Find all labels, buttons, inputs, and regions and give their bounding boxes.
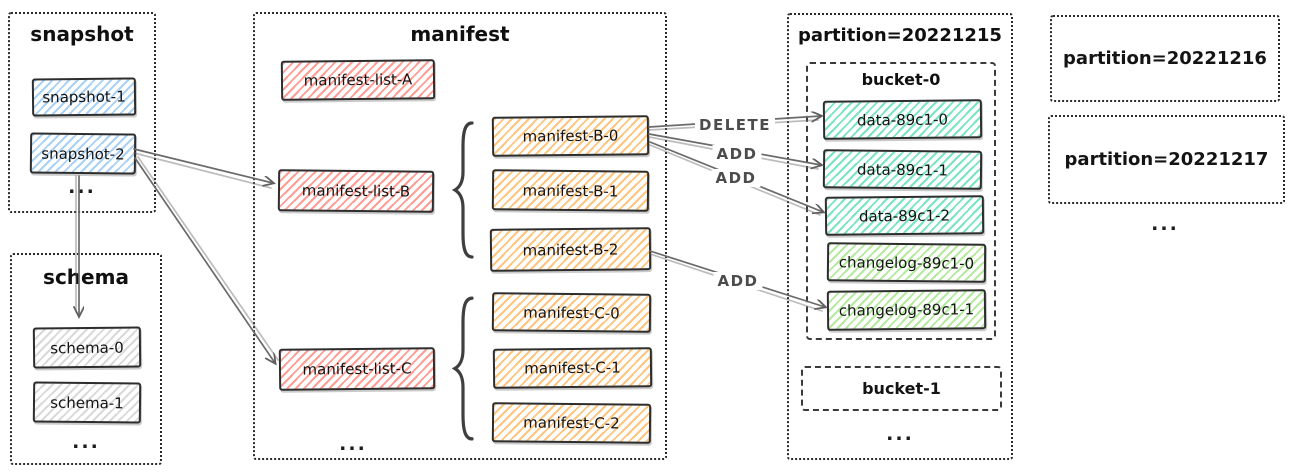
- manifest-c-2-node: manifest-C-2: [491, 402, 652, 444]
- partitions-more-ellipsis: ...: [1151, 213, 1179, 235]
- data-89c1-2-node: data-89c1-2: [824, 195, 985, 236]
- bucket-0-title: bucket-0: [861, 70, 941, 89]
- data-89c1-1-node: data-89c1-1: [822, 149, 983, 190]
- brace-b-icon: [452, 121, 474, 259]
- partition-20221215-group: partition=20221215 bucket-0 data-89c1-0 …: [787, 13, 1013, 460]
- snapshot-2-node: snapshot-2: [29, 132, 137, 175]
- partition-20221217-title: partition=20221217: [1064, 149, 1269, 170]
- changelog-89c1-1-node: changelog-89c1-1: [826, 289, 987, 331]
- snapshot-group: snapshot snapshot-1 snapshot-2 ...: [8, 12, 156, 213]
- partition-20221215-title: partition=20221215: [798, 25, 1002, 46]
- schema-1-node: schema-1: [32, 381, 142, 424]
- schema-more-ellipsis: ...: [72, 431, 100, 453]
- bucket-1-group: bucket-1: [801, 366, 1002, 411]
- edge-label-add-3: ADD: [713, 272, 763, 290]
- manifest-more-ellipsis: ...: [339, 433, 367, 455]
- snapshot-more-ellipsis: ...: [68, 176, 96, 198]
- bucket-1-title: bucket-1: [862, 379, 941, 398]
- schema-group: schema schema-0 schema-1 ...: [10, 253, 162, 465]
- partition-more-ellipsis: ...: [886, 423, 914, 445]
- data-89c1-0-node: data-89c1-0: [822, 99, 983, 140]
- snapshot-group-title: snapshot: [30, 22, 134, 46]
- edge-label-add-1: ADD: [712, 145, 762, 163]
- manifest-c-1-node: manifest-C-1: [492, 347, 653, 389]
- manifest-list-b-node: manifest-list-B: [277, 169, 435, 213]
- brace-c-icon: [452, 296, 474, 441]
- partition-20221216-title: partition=20221216: [1063, 48, 1267, 69]
- manifest-list-a-node: manifest-list-A: [280, 59, 436, 101]
- manifest-list-c-node: manifest-list-C: [278, 347, 436, 391]
- manifest-group: manifest manifest-list-A manifest-list-B…: [253, 12, 667, 460]
- partition-20221216-group: partition=20221216: [1050, 15, 1280, 102]
- manifest-group-title: manifest: [410, 22, 510, 46]
- schema-0-node: schema-0: [32, 326, 142, 369]
- changelog-89c1-0-node: changelog-89c1-0: [826, 242, 987, 283]
- manifest-b-1-node: manifest-B-1: [491, 169, 650, 212]
- edge-label-add-2: ADD: [711, 169, 761, 187]
- edge-label-delete: DELETE: [695, 116, 775, 134]
- partition-20221217-group: partition=20221217: [1048, 115, 1285, 204]
- manifest-b-2-node: manifest-B-2: [489, 227, 652, 272]
- manifest-b-0-node: manifest-B-0: [491, 115, 650, 157]
- bucket-0-group: bucket-0 data-89c1-0 data-89c1-1 data-89…: [806, 62, 996, 340]
- manifest-c-0-node: manifest-C-0: [491, 292, 652, 333]
- schema-group-title: schema: [43, 265, 129, 289]
- snapshot-1-node: snapshot-1: [31, 77, 137, 117]
